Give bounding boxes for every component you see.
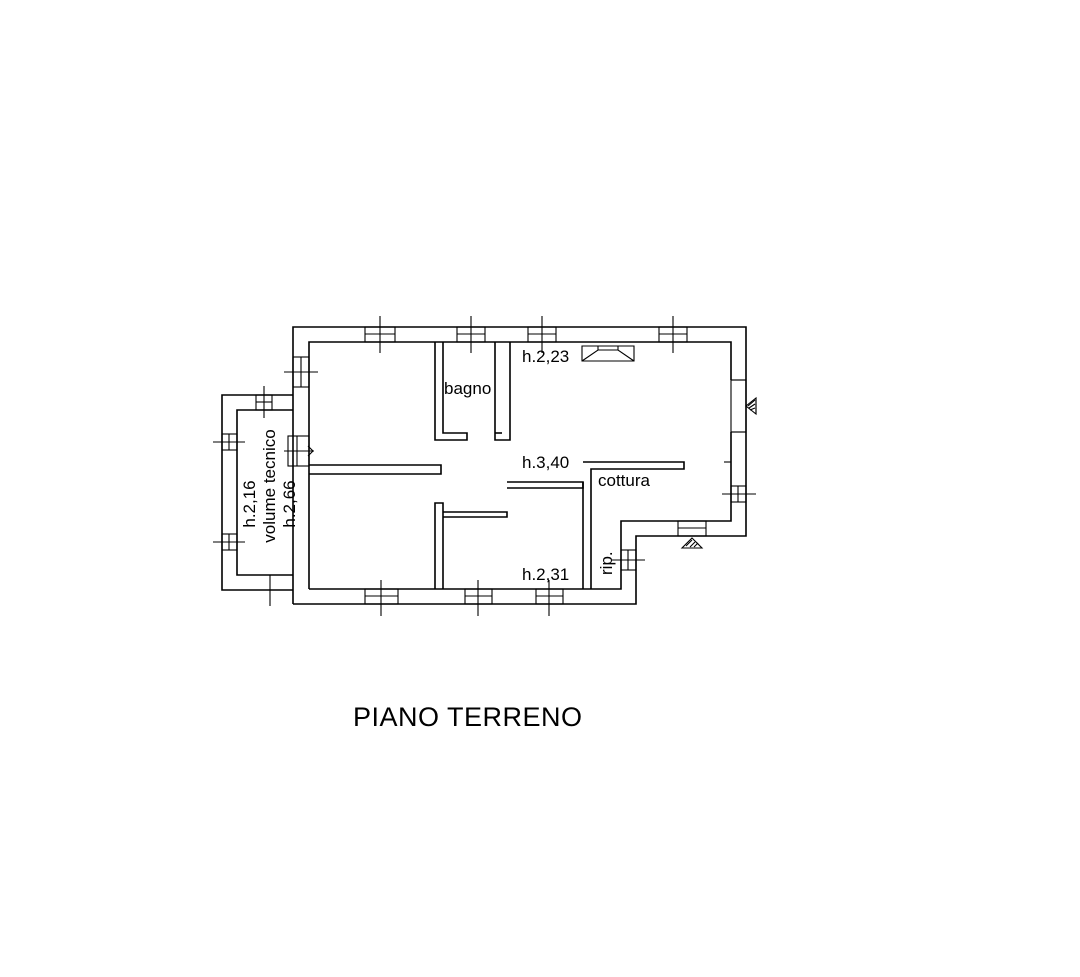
door-symbol	[284, 356, 318, 388]
door-symbol	[677, 520, 707, 537]
door-symbol	[284, 435, 314, 467]
room-label-bagno: bagno	[444, 379, 491, 398]
window-symbol	[611, 549, 645, 571]
height-label-volume-tecnico-a: h.2,16	[240, 480, 259, 527]
room-label-cottura: cottura	[598, 471, 651, 490]
height-label-south-room: h.2,31	[522, 565, 569, 584]
windows	[213, 316, 756, 616]
entrance-step-icon	[745, 396, 757, 416]
window-symbol	[364, 316, 396, 353]
window-symbol	[456, 316, 486, 353]
height-label-kitchen: h.2,23	[522, 347, 569, 366]
plan-title: PIANO TERRENO	[353, 702, 583, 732]
fireplace-hood-icon	[581, 345, 635, 362]
window-symbol	[535, 580, 564, 616]
height-label-volume-tecnico-b: h.2,66	[280, 480, 299, 527]
window-symbol	[364, 580, 399, 616]
entrance-step-icon	[680, 537, 704, 549]
window-symbol	[464, 580, 493, 616]
door-symbol	[724, 379, 747, 463]
height-label-hall: h.3,40	[522, 453, 569, 472]
window-symbol	[213, 533, 245, 551]
window-symbol	[255, 386, 273, 418]
window-symbol	[213, 433, 245, 451]
window-symbol	[722, 485, 756, 503]
interior-walls	[309, 342, 685, 589]
room-label-volume-tecnico: volume tecnico	[260, 429, 279, 542]
window-symbol	[658, 316, 688, 353]
window-symbol	[527, 316, 557, 353]
room-label-ripostiglio: rip.	[597, 551, 616, 575]
